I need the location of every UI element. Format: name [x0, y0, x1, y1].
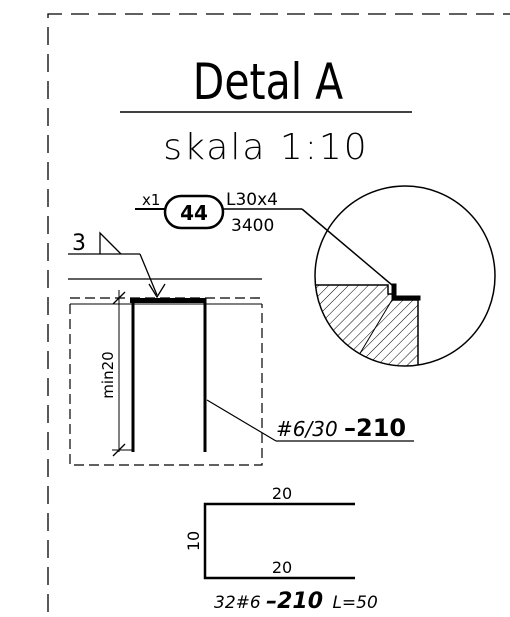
fillet-weld-symbol [99, 231, 122, 255]
stirrup-spec-suffix: –210 [344, 414, 406, 442]
height-dim-label: min20 [99, 351, 117, 398]
bar-section: L30x4 [226, 190, 278, 210]
bar-shape-outline [203, 502, 355, 580]
height-dim-tick-top [112, 291, 126, 305]
detail-frame [47, 13, 510, 612]
bar-shape-side-dim: 10 [184, 531, 203, 551]
section-dashed-outline [69, 304, 263, 466]
bar-quantity: x1 [142, 191, 160, 209]
zoom-circle-detail [314, 185, 496, 367]
detail-title: Detal A [193, 53, 343, 111]
stirrup-leader [206, 399, 277, 442]
weld-arrow-line [139, 253, 158, 296]
weld-arrow-head [148, 283, 166, 299]
bar-shape-spec-suffix: –210 [266, 589, 323, 614]
stirrup-spec: #6/30 –210 [276, 414, 406, 442]
angle-profile [391, 283, 421, 301]
bar-shape-spec-main: 32#6 [214, 593, 261, 613]
bar-number: 44 [180, 201, 208, 225]
steel-angle [130, 298, 206, 303]
weld-size: 3 [72, 231, 86, 256]
bar-shape-bottom-dim: 20 [272, 558, 292, 577]
zoom-circle [314, 185, 496, 367]
scale-label: skala 1:10 [163, 127, 368, 168]
stirrup-spec-main: #6/30 [276, 417, 338, 441]
bar-number-bubble [163, 194, 225, 230]
bar-shape-length: L=50 [332, 593, 377, 613]
bar-shape-top-dim: 20 [272, 484, 292, 503]
bar-shape-spec: 32#6 –210 L=50 [214, 589, 378, 614]
tag-leader-diagonal [301, 208, 393, 286]
bar-length: 3400 [231, 216, 274, 236]
